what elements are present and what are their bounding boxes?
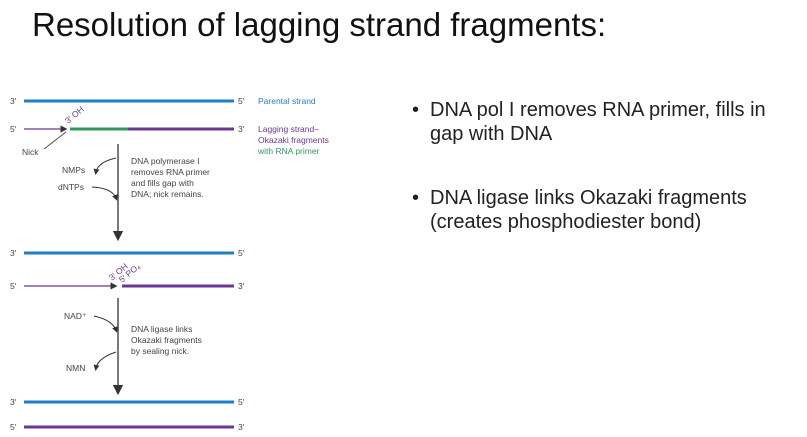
stage1-bottom-right-end: 3′: [238, 124, 245, 134]
lagging-strand-diagram: 3′ 5′ Parental strand 5′ 3′ 3′ OH Nick L…: [10, 96, 329, 432]
step1-nmps-arrow: [93, 157, 117, 175]
stage3-top-right-end: 5′: [238, 397, 245, 407]
stage2-bottom-left-end: 5′: [10, 281, 17, 291]
step2-desc-line3: by sealing nick.: [131, 346, 189, 356]
stage3-top-left-end: 3′: [10, 397, 17, 407]
stage2-top-right-end: 5′: [238, 248, 245, 258]
stage1-bottom-left-end: 5′: [10, 124, 17, 134]
step1-desc-line3: and fills gap with: [131, 178, 194, 188]
stage2-top-left-end: 3′: [10, 248, 17, 258]
parental-strand-label: Parental strand: [258, 96, 316, 106]
lagging-label-line2: Okazaki fragments: [258, 135, 329, 145]
bullet-item: • DNA ligase links Okazaki fragments (cr…: [412, 186, 802, 234]
bullet-dot: •: [412, 187, 420, 209]
bullet-dot: •: [412, 99, 420, 121]
stage1-oh-label: 3′ OH: [63, 104, 86, 125]
step2-nmn-arrow: [93, 351, 117, 371]
nmn-label: NMN: [66, 363, 85, 373]
bullet-text: DNA ligase links Okazaki fragments (crea…: [430, 187, 747, 233]
stage1-top-left-end: 3′: [10, 96, 17, 106]
bullet-list: • DNA pol I removes RNA primer, fills in…: [412, 98, 802, 274]
step1-dntps-arrow: [91, 186, 118, 201]
step1-desc-line4: DNA; nick remains.: [131, 189, 204, 199]
bullet-text: DNA pol I removes RNA primer, fills in g…: [430, 99, 766, 145]
nick-pointer: [43, 131, 67, 150]
dntps-label: dNTPs: [58, 182, 84, 192]
step2-desc-line1: DNA ligase links: [131, 324, 192, 334]
stage3-bottom-left-end: 5′: [10, 422, 17, 432]
step2-nad-arrow: [93, 315, 118, 333]
nick-label: Nick: [22, 147, 39, 157]
bullet-item: • DNA pol I removes RNA primer, fills in…: [412, 98, 802, 146]
step1-desc-line1: DNA polymerase I: [131, 156, 200, 166]
slide-title: Resolution of lagging strand fragments:: [32, 6, 607, 43]
step2-desc-line2: Okazaki fragments: [131, 335, 202, 345]
nad-label: NAD⁺: [64, 311, 87, 321]
stage2-bottom-right-end: 3′: [238, 281, 245, 291]
stage1-top-right-end: 5′: [238, 96, 245, 106]
lagging-label-line1: Lagging strand–: [258, 124, 319, 134]
step1-desc-line2: removes RNA primer: [131, 167, 210, 177]
nmps-label: NMPs: [62, 165, 85, 175]
lagging-label-line3: with RNA primer: [257, 146, 320, 156]
stage3-bottom-right-end: 3′: [238, 422, 245, 432]
